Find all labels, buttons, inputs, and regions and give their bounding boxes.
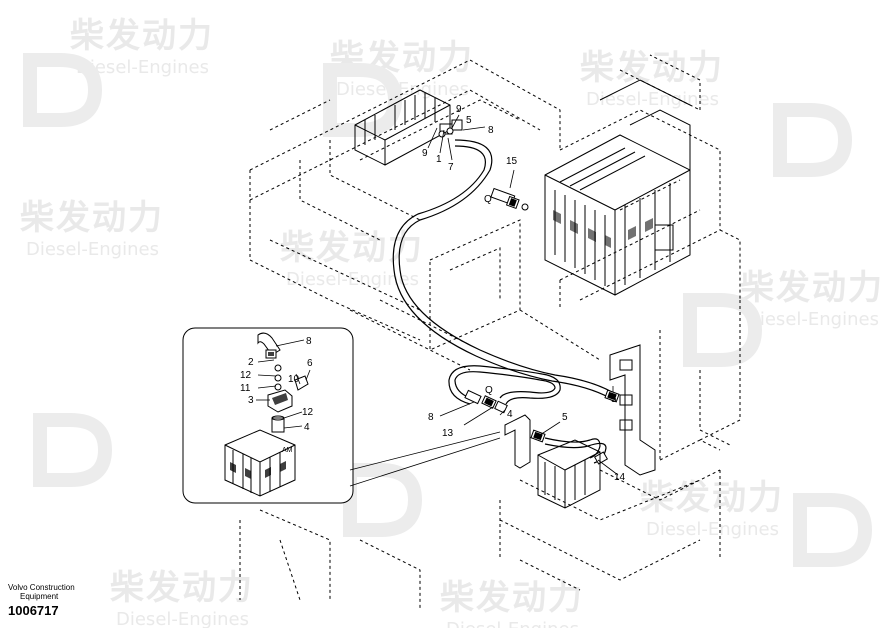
callout-label: 3 <box>248 395 254 406</box>
return-hose <box>448 365 561 405</box>
inset-callouts: 8 2 12 6 11 10 3 12 4 AM <box>240 336 314 454</box>
callout-label: 8 <box>306 336 312 347</box>
callout-label: 10 <box>288 374 300 385</box>
inset-part-shading <box>230 352 288 479</box>
brand-name: Volvo Construction <box>8 583 75 592</box>
brand-subtitle: Equipment <box>20 592 59 601</box>
main-hose <box>392 139 613 399</box>
callout-label: 12 <box>302 407 314 418</box>
callout-label: 6 <box>307 358 313 369</box>
callout-label: 8 <box>428 412 434 423</box>
callout-label: 1 <box>436 154 442 165</box>
machine-frame <box>239 54 741 610</box>
callout-label: 14 <box>614 472 626 483</box>
fittings <box>438 127 620 465</box>
part-number: 1006717 <box>8 603 59 618</box>
lower-valve-block <box>537 439 601 509</box>
callout-label: 9 <box>456 104 462 115</box>
callout-label: AM <box>282 447 293 454</box>
callout-label: 7 <box>448 162 454 173</box>
callout-label: 4 <box>304 422 310 433</box>
callout-label: 12 <box>240 370 252 381</box>
control-valve <box>544 79 691 296</box>
control-valve-shading <box>553 210 653 248</box>
fitting-shading <box>484 198 617 441</box>
main-callouts: 9 5 8 1 9 7 15 Q Q 8 4 13 5 14 5 <box>422 104 626 483</box>
callout-label: 5 <box>466 115 472 126</box>
callout-leaders <box>427 114 619 476</box>
callout-label: 9 <box>422 148 428 159</box>
inset-detail-box <box>182 327 501 504</box>
watermark-logo <box>23 53 873 567</box>
callout-label: 5 <box>562 412 568 423</box>
callout-label: 15 <box>506 156 518 167</box>
callout-label: 11 <box>240 383 251 394</box>
callout-label: 5 <box>611 394 617 405</box>
brand-block: Volvo Construction Equipment 1006717 <box>8 583 75 618</box>
callout-label: 4 <box>507 409 513 420</box>
callout-label: 13 <box>442 428 454 439</box>
inset-leaders <box>256 339 311 429</box>
pilot-valve-block <box>354 89 463 166</box>
callout-label: Q <box>485 385 493 396</box>
callout-label: Q <box>484 194 492 205</box>
callout-label: 2 <box>248 357 254 368</box>
callout-label: 8 <box>488 125 494 136</box>
mounting-bracket <box>504 344 656 476</box>
